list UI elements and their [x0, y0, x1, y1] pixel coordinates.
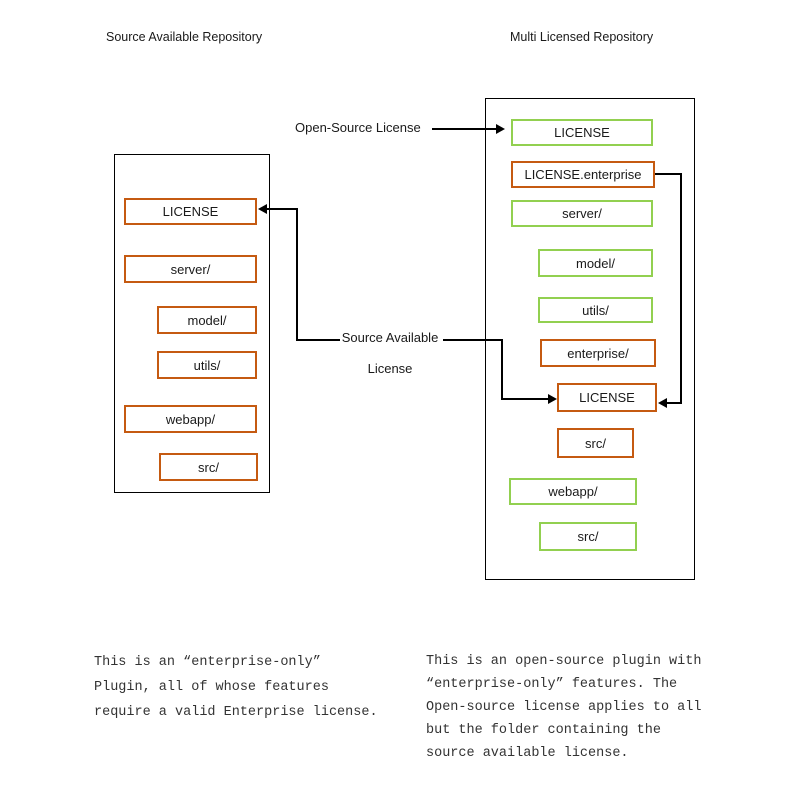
left-repo-title: Source Available Repository — [106, 30, 263, 44]
right-repo-title: Multi Licensed Repository — [510, 30, 654, 44]
right-repo-folder-utils: utils/ — [538, 297, 653, 323]
source-available-left-line-bottom — [296, 339, 340, 341]
left-caption-line: require a valid Enterprise license. — [94, 705, 378, 720]
right-repo-caption: This is an open-source plugin with “ente… — [426, 650, 701, 765]
right-repo-folder-license-open: LICENSE — [511, 119, 653, 146]
license-enterprise-line-top — [655, 173, 682, 175]
license-enterprise-line-vertical — [680, 173, 682, 404]
left-repo-folder-model: model/ — [157, 306, 257, 334]
right-repo-folder-enterprise: enterprise/ — [540, 339, 656, 367]
source-available-right-arrowhead-icon — [548, 394, 557, 404]
license-enterprise-arrowhead-icon — [658, 398, 667, 408]
right-repo-folder-license-enterprise-file: LICENSE.enterprise — [511, 161, 655, 188]
open-source-arrowhead-icon — [496, 124, 505, 134]
source-available-label-line2: License — [367, 361, 413, 376]
source-available-right-line-vertical — [501, 339, 503, 400]
right-caption-line: “enterprise-only” features. The — [426, 677, 678, 692]
source-available-label-line1: Source Available — [341, 330, 439, 345]
open-source-license-label: Open-Source License — [295, 120, 421, 135]
right-repo-folder-enterprise-license: LICENSE — [557, 383, 657, 412]
left-repo-caption: This is an “enterprise-only” Plugin, all… — [94, 650, 378, 725]
left-repo-folder-src: src/ — [159, 453, 258, 481]
right-repo-folder-server: server/ — [511, 200, 653, 227]
license-enterprise-line-bottom — [667, 402, 682, 404]
source-available-right-line-top — [443, 339, 503, 341]
source-available-left-arrowhead-icon — [258, 204, 267, 214]
right-repo-folder-enterprise-src: src/ — [557, 428, 634, 458]
left-repo-folder-server: server/ — [124, 255, 257, 283]
right-repo-folder-webapp: webapp/ — [509, 478, 637, 505]
left-repo-container — [114, 154, 270, 493]
left-repo-folder-webapp: webapp/ — [124, 405, 257, 433]
left-caption-line: This is an “enterprise-only” — [94, 655, 321, 670]
right-repo-folder-model: model/ — [538, 249, 653, 277]
source-available-left-line-vertical — [296, 208, 298, 341]
right-caption-line: source available license. — [426, 746, 629, 761]
source-available-left-line-top — [267, 208, 298, 210]
left-repo-folder-license: LICENSE — [124, 198, 257, 225]
right-caption-line: This is an open-source plugin with — [426, 654, 702, 669]
right-caption-line: but the folder containing the — [426, 723, 661, 738]
right-caption-line: Open-source license applies to all — [426, 700, 702, 715]
open-source-license-line — [432, 128, 496, 130]
left-caption-line: Plugin, all of whose features — [94, 680, 329, 695]
left-repo-folder-utils: utils/ — [157, 351, 257, 379]
source-available-right-line-bottom — [501, 398, 548, 400]
right-repo-folder-webapp-src: src/ — [539, 522, 637, 551]
